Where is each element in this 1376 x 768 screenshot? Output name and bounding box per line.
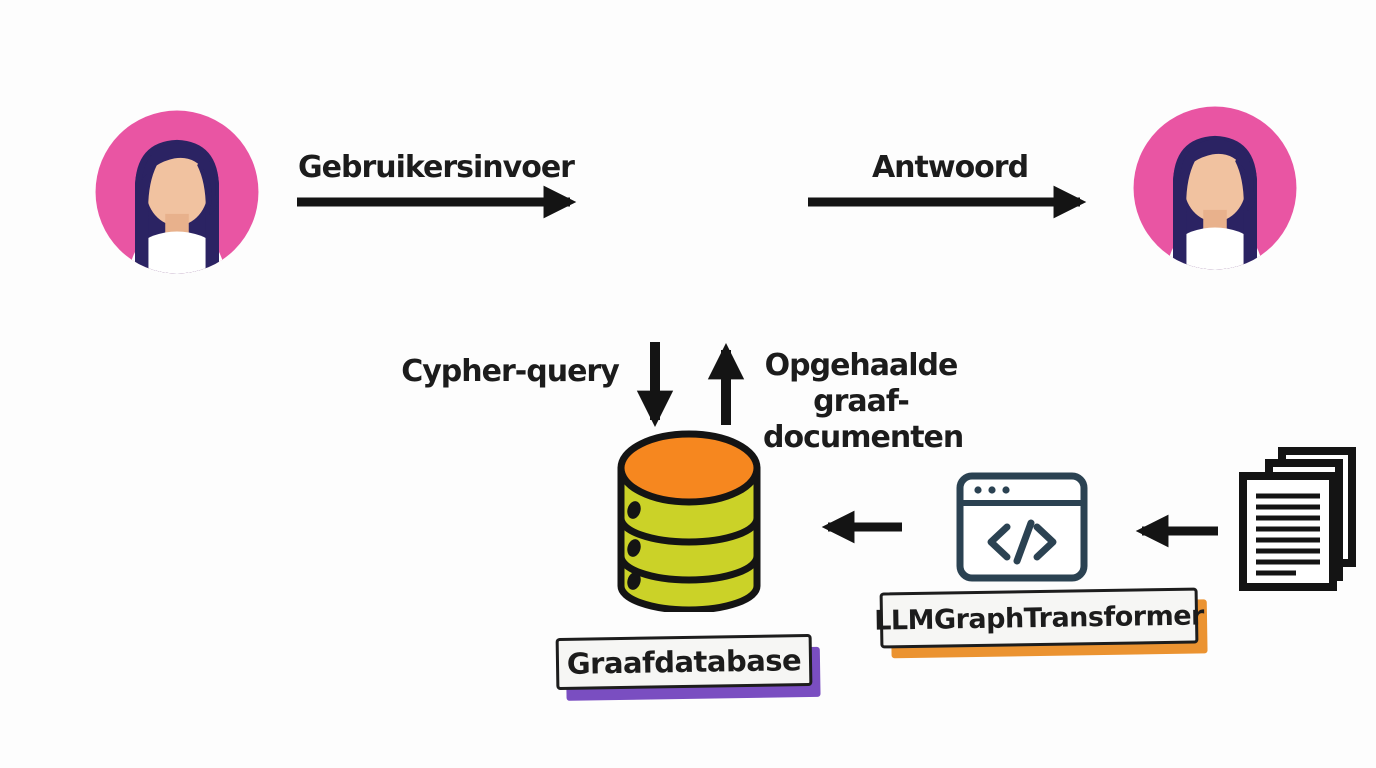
user-avatar-right-icon xyxy=(1131,104,1299,277)
retrieved-label-line2: graaf- xyxy=(813,384,910,419)
graph-database-box-label: Graafdatabase xyxy=(566,643,802,681)
document-stack-icon xyxy=(1239,447,1356,591)
llm-graph-transformer-box: LLMGraphTransformer xyxy=(874,587,1204,649)
code-window-icon xyxy=(956,472,1088,582)
cypher-query-label: Cypher-query xyxy=(401,354,620,389)
graph-database-box: Graafdatabase xyxy=(555,633,813,691)
user-input-label: Gebruikersinvoer xyxy=(298,150,575,185)
retrieved-label-line1: Opgehaalde xyxy=(764,348,959,383)
retrieved-graph-documents-label: Opgehaalde graaf- documenten xyxy=(763,348,964,456)
database-cylinder-icon xyxy=(617,430,761,612)
answer-label: Antwoord xyxy=(871,150,1029,185)
retrieved-label-line3: documenten xyxy=(763,420,964,455)
llm-graph-transformer-box-label: LLMGraphTransformer xyxy=(873,599,1205,637)
user-avatar-left-icon xyxy=(93,108,261,281)
